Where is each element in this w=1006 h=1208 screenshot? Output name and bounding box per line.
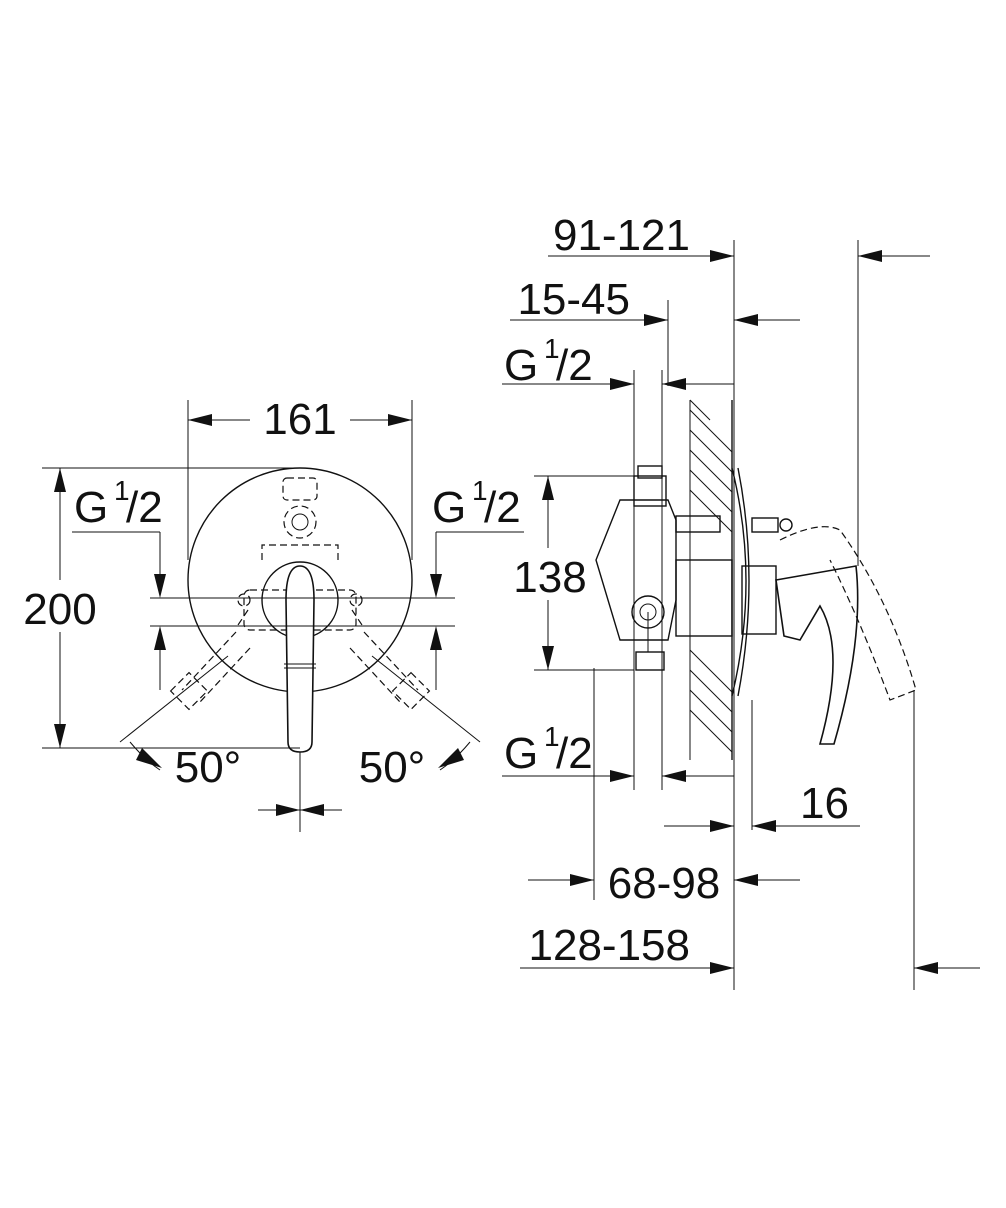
overall-label: 128-158 — [529, 921, 690, 970]
thread-bottom-num: 1 — [544, 721, 560, 752]
height-side-label: 138 — [513, 553, 586, 602]
thread-left-den: /2 — [126, 483, 163, 532]
thread-left-callout: G 1 /2 — [72, 475, 166, 690]
thread-bottom-callout: G 1 /2 — [502, 721, 734, 782]
thread-top-num: 1 — [544, 333, 560, 364]
dim-total-depth: 91-121 — [548, 211, 930, 262]
thread-bottom-den: /2 — [556, 729, 593, 778]
dim-height: 138 — [513, 475, 634, 671]
plate-label: 16 — [800, 779, 849, 828]
dim-plate: 16 — [664, 779, 860, 832]
dim-wall-range: 15-45 — [510, 275, 800, 326]
thread-right-letter: G — [432, 483, 466, 532]
thread-top-callout: G 1 /2 — [502, 333, 734, 390]
width-label: 161 — [263, 395, 336, 444]
lever-handle — [261, 561, 339, 753]
wall-section — [689, 399, 733, 760]
thread-bottom-letter: G — [504, 729, 538, 778]
thread-right-callout: G 1 /2 — [430, 475, 524, 690]
width-dimension: 161 — [187, 395, 413, 560]
dim-overall: 128-158 — [520, 921, 980, 974]
body-label: 68-98 — [608, 859, 721, 908]
thread-top-letter: G — [504, 341, 538, 390]
front-view: 161 200 G 1 /2 — [23, 395, 524, 832]
total-depth-label: 91-121 — [553, 211, 690, 260]
valve-body — [595, 465, 733, 671]
angle-right-label: 50° — [359, 743, 426, 792]
thread-left-letter: G — [74, 483, 108, 532]
angle-dimensions: 50° 50° — [119, 655, 481, 832]
cover-plate-side — [731, 467, 793, 697]
height-label: 200 — [23, 585, 96, 634]
angle-left-label: 50° — [175, 743, 242, 792]
lever-side — [775, 526, 917, 745]
thread-right-den: /2 — [484, 483, 521, 532]
thread-right-num: 1 — [472, 475, 488, 506]
thread-left-num: 1 — [114, 475, 130, 506]
dim-body: 68-98 — [528, 859, 800, 908]
height-dimension: 200 — [23, 467, 300, 749]
thread-top-den: /2 — [556, 341, 593, 390]
side-view: 91-121 15-45 G 1 /2 138 — [502, 211, 980, 990]
wall-range-label: 15-45 — [517, 275, 630, 324]
